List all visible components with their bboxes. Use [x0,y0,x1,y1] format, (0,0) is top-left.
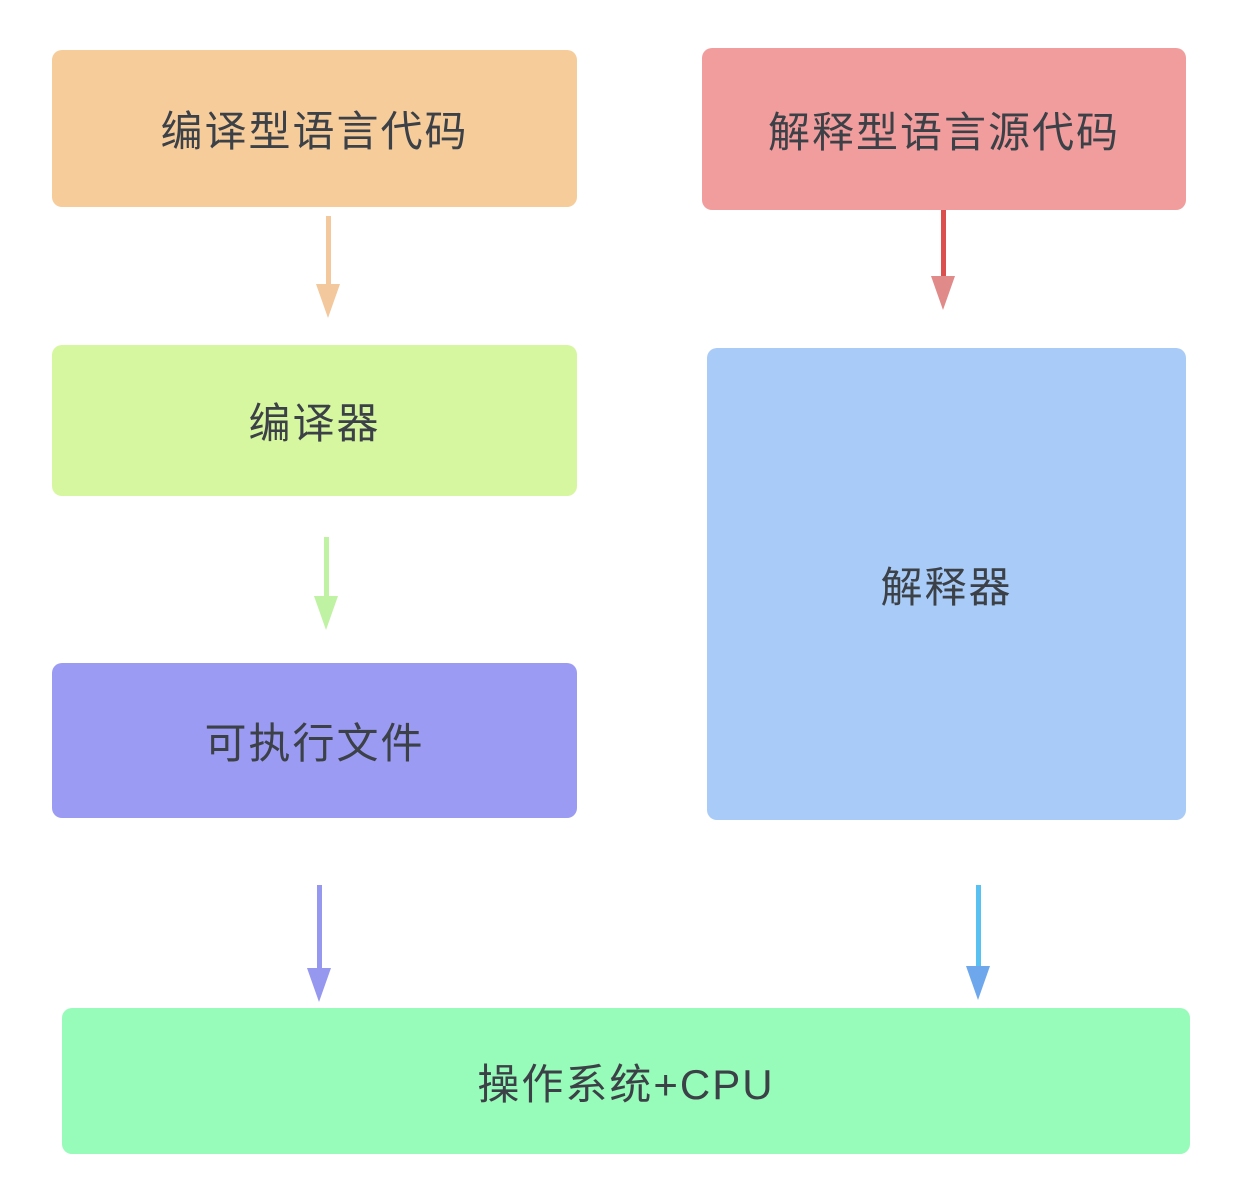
arrow-shaft [316,885,322,968]
node-os-cpu-label: 操作系统+CPU [477,1060,775,1108]
arrow-interpreted-to-interpreter [931,210,955,310]
node-compiled-source: 编译型语言代码 [52,50,577,207]
arrow-down-icon [931,276,955,310]
arrow-shaft [325,216,331,284]
node-compiled-source-label: 编译型语言代码 [160,108,469,155]
arrow-compiler-to-executable [314,537,338,630]
arrow-interpreter-to-os-cpu [966,885,990,1000]
node-executable: 可执行文件 [52,663,577,818]
node-os-cpu: 操作系统+CPU [62,1008,1190,1154]
arrow-down-icon [307,968,331,1002]
arrow-compiled-to-compiler [316,216,340,318]
node-interpreter: 解释器 [707,348,1186,820]
arrow-down-icon [316,284,340,318]
arrow-shaft [975,885,981,966]
arrow-shaft [323,537,329,596]
arrow-down-icon [314,596,338,630]
node-executable-label: 可执行文件 [204,720,425,767]
node-compiler-label: 编译器 [248,400,381,447]
node-interpreter-label: 解释器 [880,563,1013,611]
node-interpreted-source: 解释型语言源代码 [702,48,1186,210]
node-compiler: 编译器 [52,345,577,496]
arrow-executable-to-os-cpu [307,885,331,1002]
arrow-shaft [940,210,946,276]
arrow-down-icon [966,966,990,1000]
node-interpreted-source-label: 解释型语言源代码 [767,108,1120,156]
